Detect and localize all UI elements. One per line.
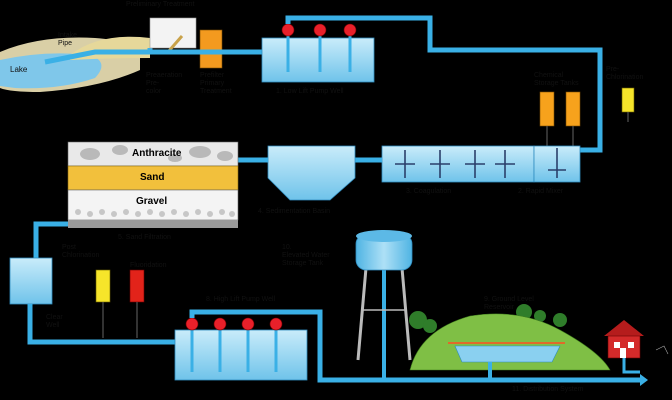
house bbox=[604, 320, 644, 359]
high-lift-pumps bbox=[185, 317, 283, 372]
prefilter-label: Prefilter Primary Treatment bbox=[200, 72, 232, 95]
clear-well-tank bbox=[9, 257, 53, 305]
filtration-label: 5. Sand Filtration bbox=[118, 234, 171, 241]
chem-tank-1 bbox=[539, 91, 555, 127]
pump-valve bbox=[343, 23, 357, 37]
prefilter-box bbox=[199, 29, 223, 69]
ground-reservoir bbox=[454, 345, 561, 363]
high-lift-outlet-pipe bbox=[189, 309, 640, 383]
mixer-paddles bbox=[395, 150, 515, 178]
screen-box bbox=[149, 17, 197, 49]
pump-valve bbox=[241, 317, 255, 331]
low-lift-tank bbox=[261, 37, 375, 83]
rapid-mixer-label: 2. Rapid Mixer bbox=[518, 188, 564, 195]
pre-chlorination-label: Pre- Chlorination bbox=[606, 66, 644, 81]
preliminary-treatment-label: Preliminary Treatment bbox=[126, 1, 195, 8]
gravel-label: Gravel bbox=[136, 196, 168, 207]
filter-outlet-pipe bbox=[33, 221, 68, 258]
elevated-storage-label: 10. Elevated Water Storage Tank bbox=[282, 244, 330, 267]
screen-bar bbox=[166, 35, 184, 53]
low-lift-pumps bbox=[281, 23, 357, 72]
clear-well-outlet-pipe bbox=[27, 304, 175, 345]
pump-valve bbox=[281, 23, 295, 37]
coagulation-label: 3. Coagulation bbox=[406, 188, 452, 195]
sedimentation-basin bbox=[267, 145, 356, 201]
high-lift-tank bbox=[174, 329, 308, 381]
chemical-storage-label: Chemical Storage Tanks bbox=[534, 72, 579, 87]
sedimentation-label: 4. Sedimentation Basin bbox=[258, 208, 330, 215]
low-lift-label: 1. Low Lift Pump Well bbox=[276, 88, 344, 95]
post-chlorination-tank bbox=[95, 269, 111, 303]
fluoridation-tank bbox=[129, 269, 145, 303]
pump-valve bbox=[269, 317, 283, 331]
house-pipe bbox=[622, 358, 640, 374]
chem-tank-2 bbox=[565, 91, 581, 127]
filter-sand bbox=[67, 165, 239, 191]
high-lift-label: 8. High Lift Pump Well bbox=[206, 296, 276, 303]
post-chlorination-label: Post Chlorination bbox=[62, 244, 100, 259]
distribution-label: 11. Distribution System bbox=[512, 386, 584, 393]
low-lift-outlet-pipe bbox=[285, 15, 603, 153]
flow-arrow bbox=[640, 374, 648, 386]
sand-label: Sand bbox=[140, 172, 165, 183]
intake-label: Intake Pipe bbox=[58, 32, 78, 47]
ground-storage-label: 9. Ground Level Reservoir bbox=[484, 296, 534, 311]
pre-chlorination-tank bbox=[621, 87, 635, 113]
pump-valve bbox=[213, 317, 227, 331]
water-tower bbox=[355, 230, 413, 380]
pump-valve bbox=[185, 317, 199, 331]
lake-label: Lake bbox=[10, 65, 28, 74]
clear-well-label: Clear Well bbox=[46, 314, 63, 329]
preaeration-label: Preaeration Pre- color bbox=[146, 72, 183, 95]
lake-water bbox=[0, 53, 102, 89]
trees bbox=[409, 304, 567, 333]
anthracite-label: Anthracite bbox=[132, 148, 182, 159]
fluoridation-label: Fluoridation bbox=[130, 262, 167, 269]
pump-valve bbox=[313, 23, 327, 37]
